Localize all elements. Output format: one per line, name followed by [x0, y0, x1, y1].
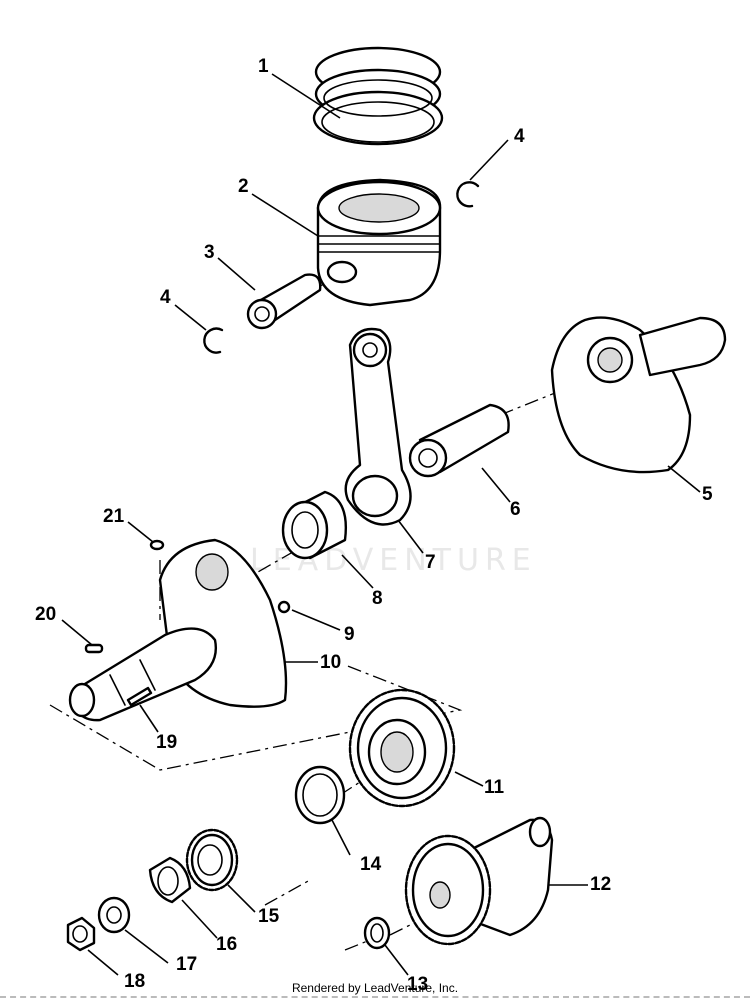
callout-1: 1 — [258, 56, 269, 77]
callout-10: 10 — [320, 652, 341, 673]
callout-12: 12 — [590, 874, 611, 895]
part-5-crank-half[interactable] — [550, 316, 727, 474]
callout-6: 6 — [510, 499, 521, 520]
part-4-circlip-right[interactable] — [456, 181, 480, 208]
callout-4-left: 4 — [160, 287, 171, 308]
callout-5: 5 — [702, 484, 713, 505]
callout-7: 7 — [425, 552, 436, 573]
part-4-circlip-left[interactable] — [203, 327, 224, 354]
bottom-rule — [0, 996, 750, 998]
callout-8: 8 — [372, 588, 383, 609]
callout-15: 15 — [258, 906, 280, 927]
callout-9: 9 — [344, 624, 355, 645]
callout-14: 14 — [360, 854, 382, 875]
callout-3: 3 — [204, 242, 215, 263]
callout-20: 20 — [35, 604, 56, 625]
callout-4-right: 4 — [514, 126, 525, 147]
part-10-crankshaft-assembly[interactable] — [68, 538, 288, 722]
credit-text: Rendered by LeadVenture, Inc. — [291, 981, 459, 995]
part-18-hex-nut[interactable] — [66, 916, 96, 952]
callout-2: 2 — [238, 176, 249, 197]
part-2-piston[interactable] — [316, 178, 442, 307]
part-12-balancer-shaft[interactable] — [404, 816, 554, 946]
callout-16: 16 — [216, 934, 237, 955]
callout-labels: 1 2 3 4 4 5 6 7 8 9 10 11 12 13 14 15 16… — [35, 56, 713, 995]
part-20-key[interactable] — [84, 643, 104, 654]
callout-13: 13 — [407, 974, 428, 995]
callout-18: 18 — [124, 971, 145, 992]
part-11-gear[interactable] — [348, 688, 456, 808]
part-8-needle-bearing[interactable] — [281, 490, 347, 560]
part-16-nut[interactable] — [148, 856, 192, 904]
part-6-crank-pin[interactable] — [408, 403, 510, 478]
callout-19: 19 — [156, 732, 177, 753]
part-14-shim[interactable] — [294, 765, 346, 825]
part-3-piston-pin[interactable] — [246, 273, 322, 330]
part-7-connecting-rod[interactable] — [344, 327, 412, 526]
callout-11: 11 — [484, 777, 505, 798]
callout-17: 17 — [176, 954, 197, 975]
leader-lines — [61, 73, 701, 976]
part-9-ball[interactable] — [277, 600, 291, 614]
part-15-lock-washer[interactable] — [185, 828, 239, 892]
part-13-shim[interactable] — [363, 916, 391, 950]
part-19-pin[interactable] — [126, 686, 153, 707]
part-21-clip[interactable] — [149, 539, 165, 551]
callout-21: 21 — [103, 506, 125, 527]
part-17-washer[interactable] — [97, 896, 131, 934]
part-1-piston-rings[interactable] — [312, 46, 444, 146]
